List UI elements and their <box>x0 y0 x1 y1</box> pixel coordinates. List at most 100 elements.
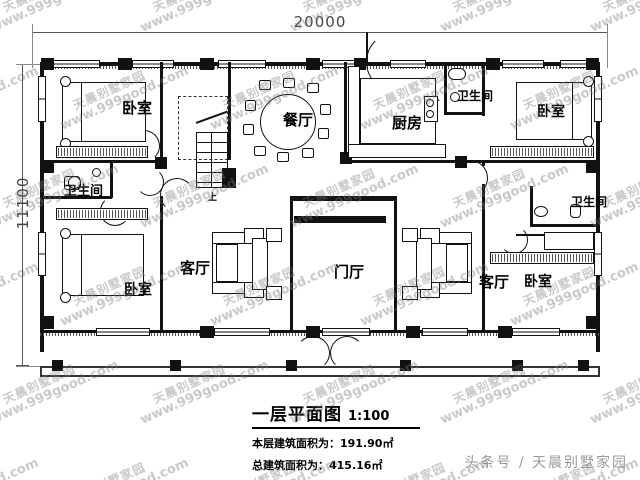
wardrobe-bottom-left-hatch <box>58 210 146 218</box>
window-top-2 <box>132 60 174 68</box>
basin-mid-right <box>534 206 548 217</box>
area-this-floor: 本层建筑面积为：191.90㎡ <box>252 437 394 450</box>
stair-wall-right <box>228 62 231 160</box>
room-label-foyer: 门厅 <box>334 263 365 281</box>
window-bottom-5 <box>512 328 560 336</box>
dimension-left-label: 11100 <box>14 176 32 230</box>
foyer-beam-top <box>290 196 396 201</box>
door-arc-hall-right <box>452 160 488 196</box>
partition-right-horizontal <box>460 160 600 163</box>
door-arc-bathroom-top-left <box>136 168 164 196</box>
stair-centerline <box>211 132 213 188</box>
room-label-kitchen: 厨房 <box>392 114 423 132</box>
bathroom-top-right-wall-right <box>482 62 485 116</box>
basin-top-left <box>68 176 81 189</box>
window-top-6 <box>502 60 544 68</box>
title-block: 一层平面图 1:100 本层建筑面积为：191.90㎡ 总建筑面积为：415.16… <box>252 400 442 473</box>
partition-wall-left-1 <box>160 62 163 162</box>
dining-chair-6 <box>277 152 289 162</box>
dimension-line-left: 11100 <box>14 64 32 366</box>
room-label-bathroom-top-left: 卫生间 <box>64 184 104 199</box>
column-top-d <box>306 58 320 70</box>
dining-chair-4 <box>318 128 329 139</box>
room-label-living-room-left: 客厅 <box>180 259 211 277</box>
wall-bottom-hatch <box>40 333 600 336</box>
dining-chair-2 <box>307 83 319 93</box>
window-bottom-4 <box>422 328 468 336</box>
column-left-bottom <box>41 316 54 329</box>
foyer-feature-wall <box>294 216 386 223</box>
terrace-column-1 <box>52 360 63 371</box>
title-underline <box>252 427 420 429</box>
toilet-top-right <box>450 92 460 102</box>
nightstand-top-left-a <box>60 76 71 87</box>
stair-up-label: 上 <box>208 193 218 203</box>
window-bottom-3 <box>322 328 370 336</box>
window-right-2 <box>594 232 602 276</box>
dining-chair-8 <box>243 124 254 135</box>
dining-table <box>260 94 316 150</box>
column-left-mid <box>41 160 54 173</box>
partition-wall-left-2 <box>160 196 163 330</box>
kitchen-island <box>360 78 436 144</box>
column-top-a <box>41 58 54 70</box>
terrace-column-4 <box>400 360 411 371</box>
wardrobe-top-right-hatch <box>492 148 592 156</box>
dining-kitchen-partition <box>344 62 347 160</box>
nightstand-bottom-left-a <box>60 228 71 239</box>
dining-chair-9 <box>245 100 256 111</box>
witness-line-top-right <box>607 24 608 68</box>
witness-line-left-bottom <box>16 366 48 367</box>
column-top-f <box>486 58 500 70</box>
terrace-column-3 <box>286 360 297 371</box>
window-left-2 <box>38 232 46 276</box>
publisher-credit: 头条号 / 天晨别墅家园 <box>464 455 628 471</box>
drawing-title: 一层平面图 <box>252 405 342 425</box>
column-bottom-c <box>306 326 320 338</box>
room-label-bathroom-top-right: 卫生间 <box>457 89 494 103</box>
terrace-edge-right <box>598 366 600 377</box>
toilet-mid-right <box>570 204 581 218</box>
drawing-scale: 1:100 <box>348 409 390 424</box>
exterior-wall-left <box>40 62 44 352</box>
dining-chair-5 <box>302 148 314 158</box>
column-top-b <box>118 58 132 70</box>
partition-right-vertical <box>482 184 485 330</box>
column-bottom-d <box>406 326 420 338</box>
toilet-top-left <box>92 168 101 177</box>
room-label-bedroom-top-left: 卧室 <box>122 99 153 117</box>
partition-right-stub <box>482 160 485 166</box>
tv-cabinet-right <box>416 238 432 290</box>
coffee-table-left <box>216 244 238 282</box>
bathtub-top-right <box>448 68 466 80</box>
terrace-column-6 <box>578 360 589 371</box>
kitchen-bathroom-partition <box>444 62 447 114</box>
bathroom-left-wall-right <box>110 160 113 198</box>
room-label-dining-room: 餐厅 <box>283 111 314 129</box>
stair-void-dashed <box>178 96 228 160</box>
area-total: 总建筑面积为：415.16㎡ <box>252 459 383 472</box>
dining-chair-3 <box>320 104 331 115</box>
tv-cabinet-left <box>252 238 268 290</box>
door-leaf-top-entry <box>366 32 368 62</box>
window-left-1 <box>38 76 46 122</box>
column-left-partition <box>155 157 167 169</box>
side-table-right-b <box>402 286 418 300</box>
exterior-wall-top <box>40 62 600 66</box>
room-label-bedroom-bottom-right: 卧室 <box>524 274 552 290</box>
nightstand-top-right-a <box>583 76 594 87</box>
foyer-wall-right <box>394 196 397 330</box>
wardrobe-bottom-right-hatch <box>492 254 592 262</box>
witness-line-left-top <box>16 64 48 65</box>
room-label-bathroom-mid-right: 卫生间 <box>571 195 608 209</box>
door-arc-foyer-left <box>296 336 330 370</box>
dimension-top-label: 20000 <box>293 13 347 31</box>
room-label-bedroom-bottom-left: 卧室 <box>124 282 152 298</box>
door-arc-bathroom-mid-right <box>500 226 528 254</box>
window-bottom-1 <box>96 328 150 336</box>
exterior-wall-right <box>596 62 600 352</box>
terrace-column-2 <box>170 360 181 371</box>
wall-bottom-interior <box>40 330 600 333</box>
bed-headboard-bottom-left <box>62 234 82 296</box>
bed-headboard-top-right <box>572 82 592 140</box>
